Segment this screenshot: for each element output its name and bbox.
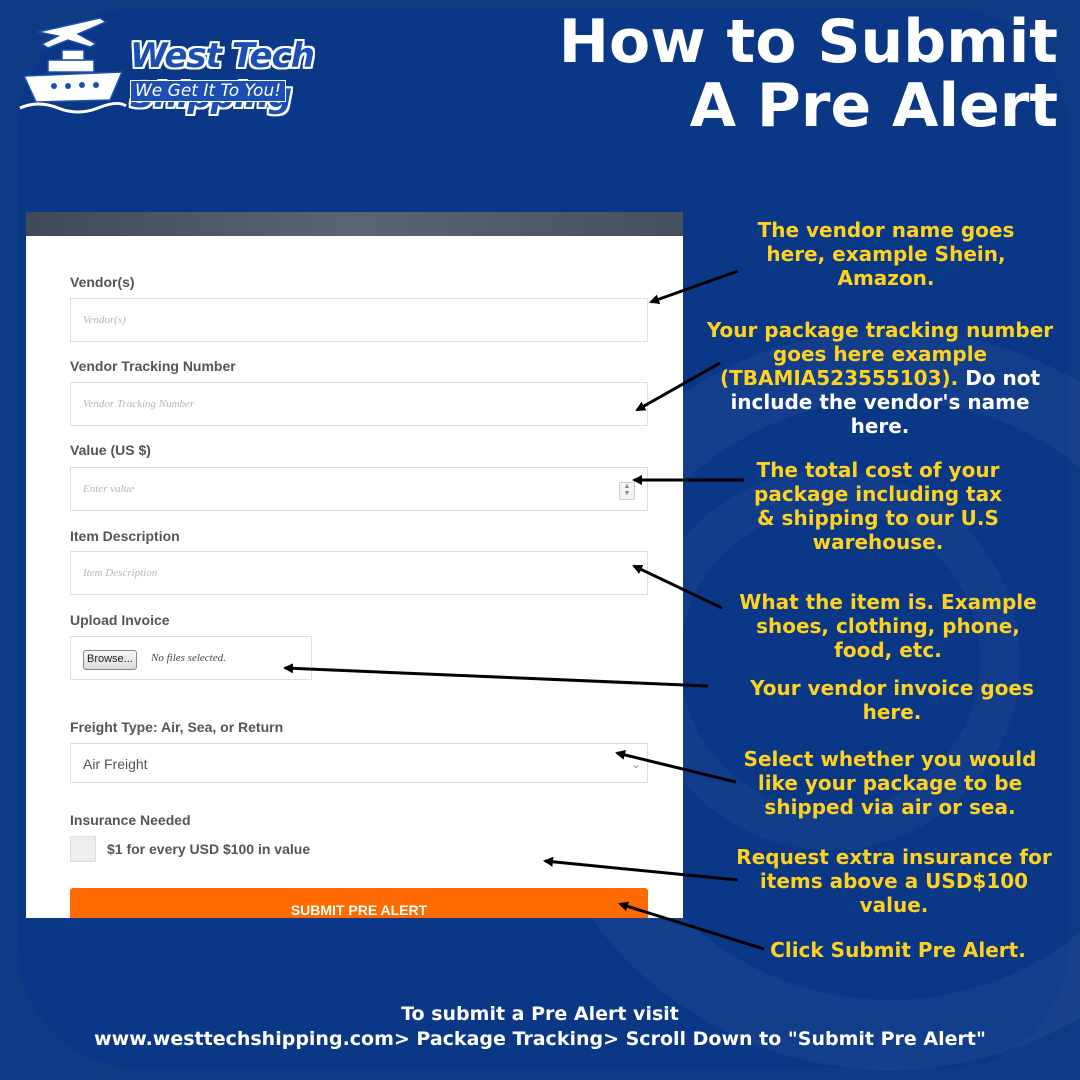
insurance-label: Insurance Needed xyxy=(70,812,191,828)
note-tracking: Your package tracking number goes here e… xyxy=(702,318,1058,438)
insurance-checkbox-text: $1 for every USD $100 in value xyxy=(107,841,311,857)
note-tracking-yellow: Your package tracking number goes here e… xyxy=(706,318,1054,390)
value-placeholder: Enter value xyxy=(83,483,135,495)
insurance-checkbox[interactable] xyxy=(70,836,96,862)
note-vendor: The vendor name goes here, example Shein… xyxy=(757,218,1015,290)
arrow-tracking xyxy=(635,361,721,412)
footer-instructions: To submit a Pre Alert visit www.westtech… xyxy=(0,1002,1080,1052)
brand-logo: West Tech Shipping We Get It To You! xyxy=(18,14,478,116)
freight-selected: Air Freight xyxy=(83,756,148,772)
invoice-label: Upload Invoice xyxy=(70,612,170,628)
tracking-input[interactable]: Vendor Tracking Number xyxy=(70,382,648,426)
value-input[interactable]: Enter value ▲▼ xyxy=(70,467,648,511)
page-title: How to Submit A Pre Alert xyxy=(498,10,1058,138)
chevron-down-icon: ⌄ xyxy=(630,757,641,771)
description-input[interactable]: Item Description xyxy=(70,551,648,595)
note-value: The total cost of your package including… xyxy=(754,458,1002,554)
tracking-label: Vendor Tracking Number xyxy=(70,358,236,374)
note-insurance: Request extra insurance for items above … xyxy=(736,845,1052,917)
arrow-vendor xyxy=(649,269,739,305)
number-spinner-icon[interactable]: ▲▼ xyxy=(619,482,635,500)
browse-button[interactable]: Browse... xyxy=(83,650,137,670)
submit-pre-alert-button[interactable]: SUBMIT PRE ALERT xyxy=(70,888,648,918)
arrow-insurance xyxy=(543,856,739,882)
note-invoice: Your vendor invoice goes here. xyxy=(750,676,1034,724)
invoice-file-input[interactable]: Browse... No files selected. xyxy=(70,636,312,680)
footer-line-1: To submit a Pre Alert visit xyxy=(401,1003,679,1025)
arrow-description xyxy=(632,564,723,610)
vendor-input[interactable]: Vendor(s) xyxy=(70,298,648,342)
description-label: Item Description xyxy=(70,528,180,544)
file-status: No files selected. xyxy=(151,652,226,664)
ship-plane-icon xyxy=(19,17,127,114)
arrow-submit xyxy=(618,901,765,951)
arrow-invoice xyxy=(283,663,709,688)
note-freight: Select whether you would like your packa… xyxy=(743,747,1037,819)
freight-select[interactable]: Air Freight ⌄ xyxy=(70,743,648,783)
arrow-freight xyxy=(615,750,737,784)
brand-tagline: We Get It To You! xyxy=(130,80,287,102)
vendor-label: Vendor(s) xyxy=(70,274,135,290)
title-line-2: A Pre Alert xyxy=(689,71,1058,141)
note-submit: Click Submit Pre Alert. xyxy=(770,938,1026,962)
note-tracking-white: Do not include the vendor's name here. xyxy=(730,366,1041,438)
freight-label: Freight Type: Air, Sea, or Return xyxy=(70,719,284,735)
form-header-image xyxy=(26,212,683,236)
note-description: What the item is. Example shoes, clothin… xyxy=(739,590,1037,662)
value-label: Value (US $) xyxy=(70,442,151,458)
pre-alert-form: Vendor(s) Vendor(s) Vendor Tracking Numb… xyxy=(26,212,683,918)
title-line-1: How to Submit xyxy=(558,7,1058,77)
footer-line-2: www.westtechshipping.com> Package Tracki… xyxy=(94,1028,986,1050)
